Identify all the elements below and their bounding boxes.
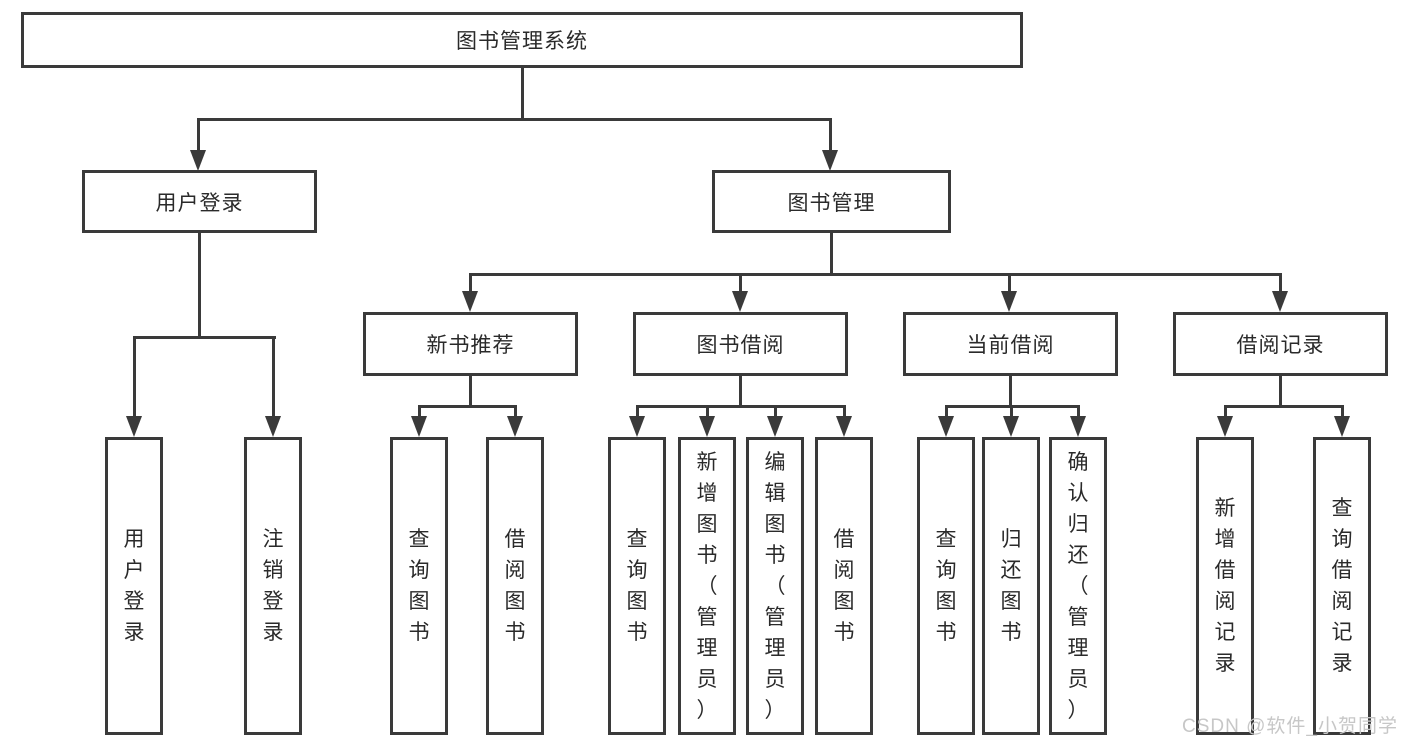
connector-line [635,405,846,408]
connector-line [738,376,742,405]
connector-line [1340,405,1344,416]
leaf-records-add-record: 新增借阅记录 [1196,437,1254,735]
node-new-book-recommend-label: 新书推荐 [426,334,515,357]
leaf-borrow-edit-books-admin-label: 编辑图书（管理员） [764,450,786,722]
node-book-management-label: 图书管理 [787,191,876,215]
connector-line [132,336,136,416]
connector-line [520,68,524,118]
arrow-down-icon [1001,291,1017,312]
leaf-current-return-books-label: 归还图书 [1000,528,1022,644]
connector-line [1223,405,1227,416]
csdn-watermark: CSDN @软件_小贺同学 [1182,716,1398,737]
leaf-borrow-edit-books-admin: 编辑图书（管理员） [746,437,804,735]
node-root: 图书管理系统 [21,12,1023,68]
connector-line [705,405,709,416]
leaf-recommend-query-books: 查询图书 [390,437,448,735]
leaf-current-confirm-return-admin-label: 确认归还（管理员） [1067,450,1089,722]
leaf-borrow-borrow-books-label: 借阅图书 [833,528,855,644]
node-new-book-recommend: 新书推荐 [363,312,578,376]
node-root-label: 图书管理系统 [456,30,588,53]
arrow-down-icon [1217,416,1233,437]
leaf-logout-login: 注销登录 [244,437,302,735]
connector-line [196,118,200,150]
node-user-login-label: 用户登录 [155,191,244,215]
connector-line [1223,405,1344,408]
arrow-down-icon [732,291,748,312]
arrow-down-icon [507,416,523,437]
arrow-down-icon [699,416,715,437]
arrow-down-icon [126,416,142,437]
leaf-user-login-label: 用户登录 [123,528,145,644]
leaf-current-query-books: 查询图书 [917,437,975,735]
leaf-borrow-add-books-admin: 新增图书（管理员） [678,437,736,735]
leaf-recommend-borrow-books: 借阅图书 [486,437,544,735]
connector-line [417,405,421,416]
connector-line [1278,376,1282,405]
connector-line [513,405,517,416]
arrow-down-icon [265,416,281,437]
leaf-records-add-record-label: 新增借阅记录 [1214,497,1236,675]
arrow-down-icon [1070,416,1086,437]
leaf-logout-login-label: 注销登录 [262,528,284,644]
leaf-records-query-record: 查询借阅记录 [1313,437,1371,735]
connector-line [1076,405,1080,416]
connector-line [197,233,201,336]
arrow-down-icon [629,416,645,437]
connector-line [1009,405,1013,416]
connector-line [1008,376,1012,405]
node-book-borrow-label: 图书借阅 [696,334,785,357]
arrow-down-icon [836,416,852,437]
leaf-recommend-query-books-label: 查询图书 [408,528,430,644]
leaf-borrow-query-books-label: 查询图书 [626,528,648,644]
connector-line [417,405,517,408]
node-book-borrow: 图书借阅 [633,312,848,376]
connector-line [738,273,742,291]
leaf-user-login: 用户登录 [105,437,163,735]
connector-line [132,336,276,339]
leaf-current-return-books: 归还图书 [982,437,1040,735]
leaf-recommend-borrow-books-label: 借阅图书 [504,528,526,644]
connector-line [828,118,832,150]
leaf-borrow-borrow-books: 借阅图书 [815,437,873,735]
connector-line [829,233,833,273]
node-current-borrow-label: 当前借阅 [966,334,1055,357]
node-borrow-records-label: 借阅记录 [1236,334,1325,357]
connector-line [773,405,777,416]
connector-line [468,273,472,291]
arrow-down-icon [190,150,206,171]
connector-line [944,405,948,416]
arrow-down-icon [411,416,427,437]
connector-line [468,376,472,405]
arrow-down-icon [938,416,954,437]
node-book-management: 图书管理 [712,170,951,233]
connector-line [1007,273,1011,291]
leaf-records-query-record-label: 查询借阅记录 [1331,497,1353,675]
arrow-down-icon [1272,291,1288,312]
arrow-down-icon [767,416,783,437]
connector-line [842,405,846,416]
connector-line [1278,273,1282,291]
leaf-borrow-query-books: 查询图书 [608,437,666,735]
connector-line [468,273,1282,276]
arrow-down-icon [822,150,838,171]
connector-line [635,405,639,416]
arrow-down-icon [1334,416,1350,437]
leaf-current-query-books-label: 查询图书 [935,528,957,644]
arrow-down-icon [462,291,478,312]
arrow-down-icon [1003,416,1019,437]
node-current-borrow: 当前借阅 [903,312,1118,376]
connector-line [271,336,275,416]
node-borrow-records: 借阅记录 [1173,312,1388,376]
connector-line [196,118,832,121]
leaf-borrow-add-books-admin-label: 新增图书（管理员） [696,450,718,722]
node-user-login: 用户登录 [82,170,317,233]
leaf-current-confirm-return-admin: 确认归还（管理员） [1049,437,1107,735]
